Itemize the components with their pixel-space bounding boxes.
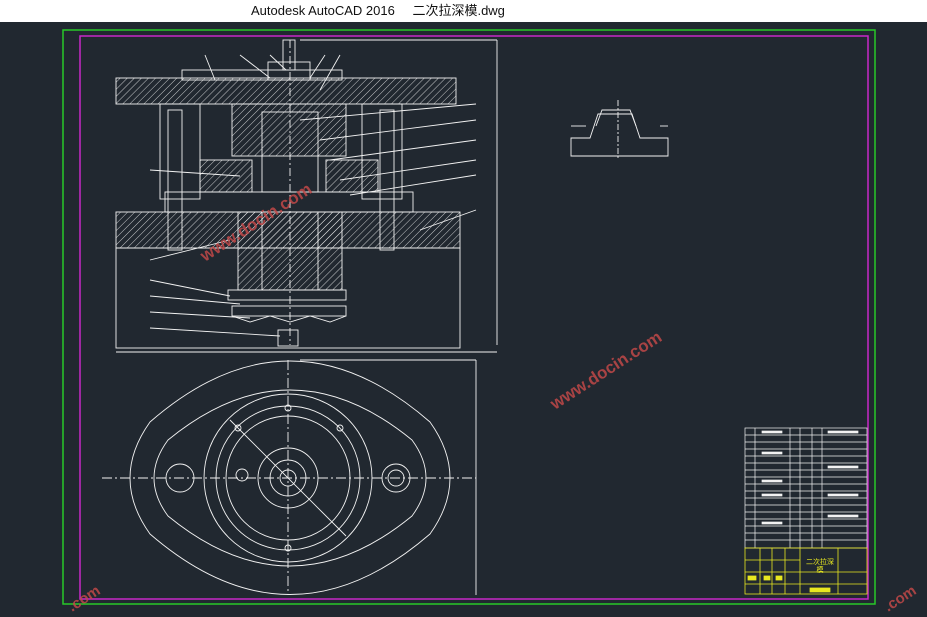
title-block-name-2: 模 xyxy=(817,565,824,574)
plan-view[interactable] xyxy=(102,359,477,595)
watermark-bottom-right: .com xyxy=(881,582,920,615)
title-block[interactable] xyxy=(744,547,868,595)
parts-list[interactable] xyxy=(744,427,868,549)
drawing-canvas[interactable]: 二次拉深 模 www.docin.com www.docin.com .com … xyxy=(0,22,927,617)
app-name: Autodesk AutoCAD 2016 xyxy=(251,3,395,18)
inner-border xyxy=(79,35,869,600)
part-detail[interactable] xyxy=(570,100,669,160)
title-bar: Autodesk AutoCAD 2016 二次拉深模.dwg xyxy=(0,0,927,22)
section-view[interactable] xyxy=(115,39,498,353)
window-title: Autodesk AutoCAD 2016 二次拉深模.dwg xyxy=(251,0,519,22)
outer-border xyxy=(62,29,876,605)
file-name: 二次拉深模.dwg xyxy=(412,3,505,18)
watermark-bottom-left: .com xyxy=(65,582,104,615)
watermark-center: www.docin.com xyxy=(546,327,665,414)
title-block-name-1: 二次拉深 xyxy=(806,557,834,566)
